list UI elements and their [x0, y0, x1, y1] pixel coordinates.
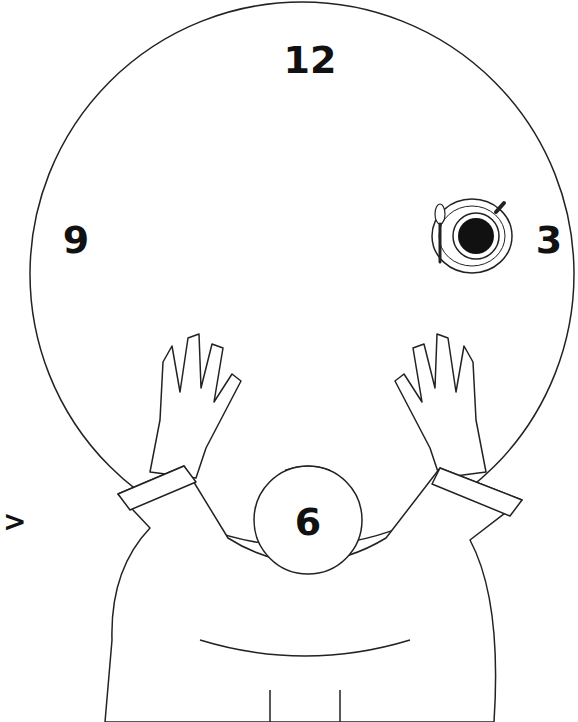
clock-number: 6 — [295, 503, 321, 541]
clock-number: 3 — [536, 221, 562, 259]
pointer-mark: > — [3, 508, 26, 536]
coffee-cup — [432, 199, 512, 273]
clock-number: 9 — [63, 221, 89, 259]
person — [105, 334, 522, 722]
clock-number: 12 — [284, 41, 337, 79]
table-circle — [30, 2, 574, 546]
